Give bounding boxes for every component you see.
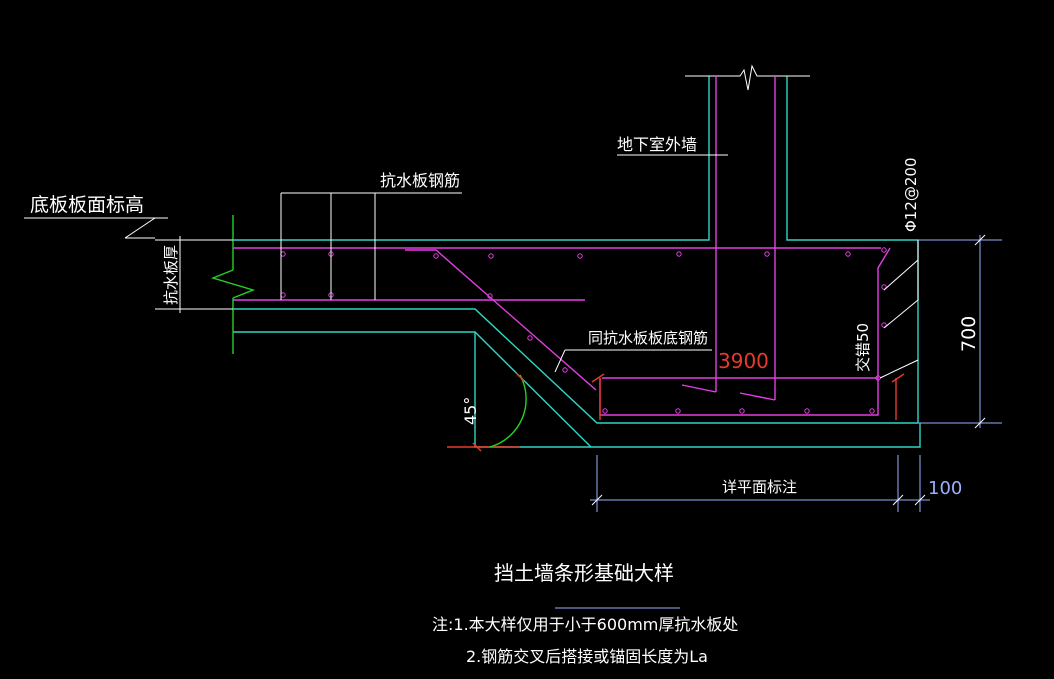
slab-break-line — [210, 215, 256, 354]
label-slab-top-elev: 底板板面标高 — [30, 194, 144, 216]
label-width-3900: 3900 — [718, 349, 769, 373]
dimension-lines — [447, 234, 1002, 609]
label-basement-wall: 地下室外墙 — [617, 135, 697, 154]
basement-wall — [233, 64, 919, 423]
rebars — [233, 76, 891, 416]
label-see-plan: 详平面标注 — [722, 478, 797, 496]
note-line-2: 2.钢筋交叉后搭接或锚固长度为La — [466, 647, 708, 666]
label-offset-100: 100 — [928, 478, 962, 499]
label-angle: 45° — [461, 397, 480, 425]
label-rebar-spec: Φ12@200 — [902, 157, 920, 232]
label-height-700: 700 — [958, 316, 980, 352]
leader-lines — [24, 154, 919, 379]
text-labels: 底板板面标高 抗水板钢筋 地下室外墙 Φ12@200 抗水板厚 同抗水板板底钢筋… — [30, 135, 980, 666]
label-anti-slab-rebar: 抗水板钢筋 — [380, 171, 460, 190]
drawing-title: 挡土墙条形基础大样 — [494, 561, 674, 585]
label-same-bottom-rebar: 同抗水板板底钢筋 — [588, 329, 708, 347]
note-line-1: 注:1.本大样仅用于小于600mm厚抗水板处 — [432, 615, 738, 634]
label-lap-50: 交错50 — [854, 323, 872, 372]
label-slab-thickness: 抗水板厚 — [162, 245, 180, 305]
